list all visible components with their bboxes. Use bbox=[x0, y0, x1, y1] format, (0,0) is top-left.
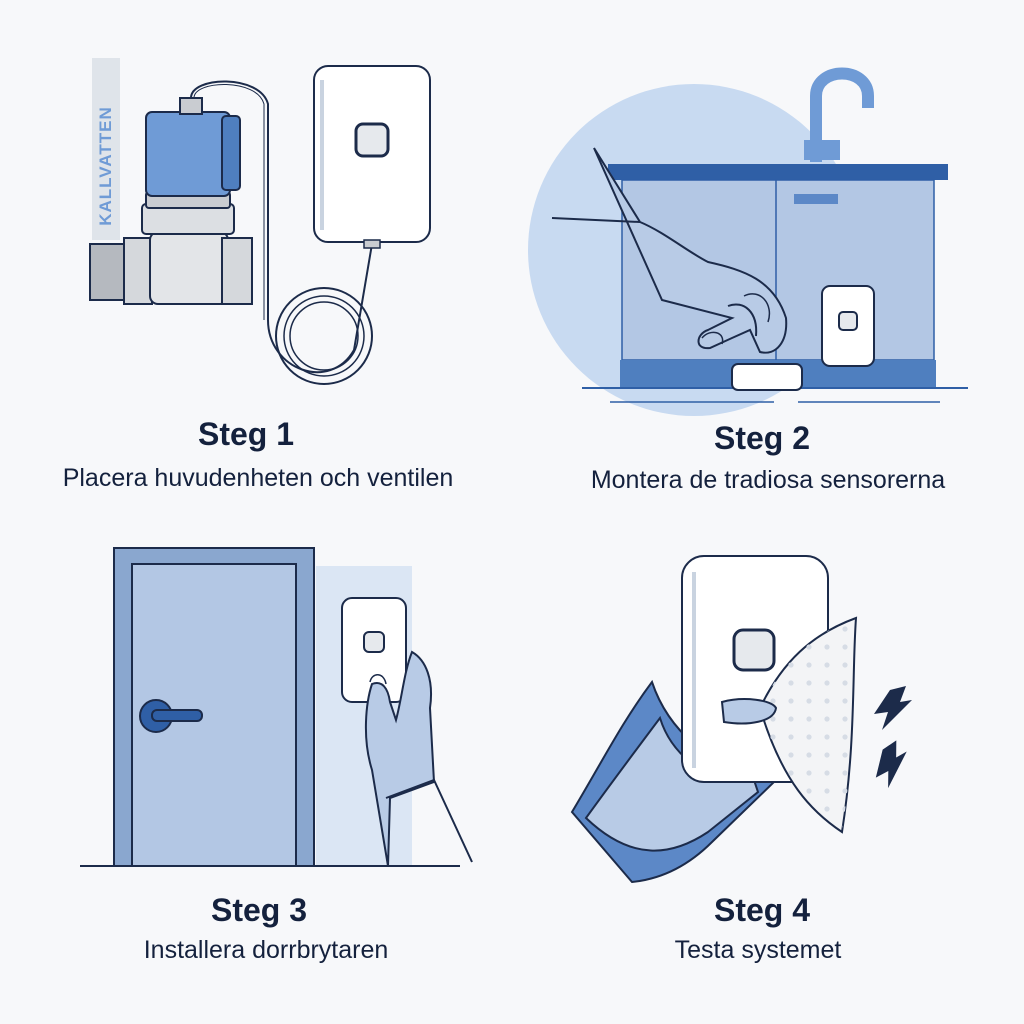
step-3-panel: Steg 3 Installera dorrbrytaren bbox=[0, 512, 512, 1024]
gloved-hand-icon bbox=[551, 147, 788, 354]
wall-unit-icon bbox=[821, 285, 875, 367]
gloved-hand-icon bbox=[364, 650, 473, 867]
step-3-description: Installera dorrbrytaren bbox=[143, 936, 389, 964]
door-handle-icon bbox=[139, 699, 203, 733]
alarm-bolt-icon bbox=[874, 686, 912, 789]
step-4-illustration bbox=[570, 555, 912, 884]
step-4-description: Testa systemet bbox=[674, 936, 842, 964]
step-4-title: Steg 4 bbox=[713, 892, 811, 928]
wet-cloth-icon bbox=[758, 616, 858, 834]
step-4-panel: Steg 4 Testa systemet bbox=[512, 512, 1024, 1024]
step-3-title: Steg 3 bbox=[210, 892, 308, 928]
pipe-label-strip bbox=[92, 58, 120, 240]
step-3-illustration bbox=[80, 547, 473, 867]
step-2-panel: Steg 2 Montera de tradiosa sensorerna bbox=[512, 0, 1024, 512]
sensor-icon bbox=[731, 363, 803, 391]
step-1-illustration bbox=[89, 58, 431, 385]
faucet-icon bbox=[804, 67, 874, 162]
step-1-title: Steg 1 bbox=[197, 416, 295, 452]
main-unit-icon bbox=[313, 65, 431, 249]
step-1-description: Placera huvudenheten och ventilen bbox=[62, 464, 454, 492]
step-2-illustration bbox=[528, 67, 968, 416]
pipe-label: KALLVATTEN bbox=[96, 106, 116, 226]
thumb-shape bbox=[720, 698, 778, 725]
cable-coil-icon bbox=[275, 287, 373, 385]
valve-icon bbox=[89, 97, 253, 305]
step-1-panel: KALLVATTEN Steg 1 Placera huvudenheten o… bbox=[0, 0, 512, 512]
step-2-description: Montera de tradiosa sensorerna bbox=[590, 466, 946, 494]
step-2-title: Steg 2 bbox=[713, 420, 811, 456]
